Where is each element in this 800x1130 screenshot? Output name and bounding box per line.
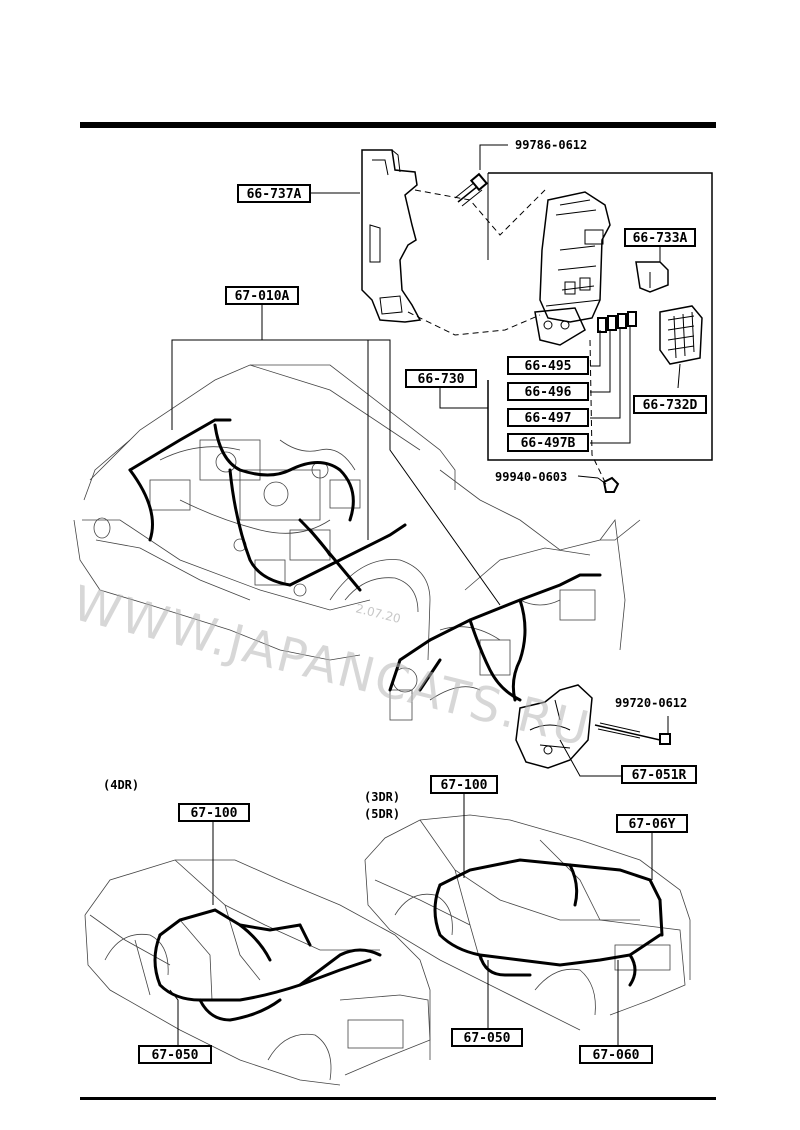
label-fuse-a: 66-495 [507, 356, 589, 375]
label-junction-box: 66-730 [405, 369, 477, 388]
label-cover: 66-732D [633, 395, 707, 414]
svg-text:67-060: 67-060 [593, 1048, 640, 1063]
label-nut: 99940-0603 [495, 470, 567, 484]
label-tailgate-harness: 67-06Y [616, 814, 688, 833]
bottom-rule [80, 1097, 716, 1100]
svg-text:66-495: 66-495 [525, 359, 572, 374]
hatchback-illustration [364, 792, 691, 1046]
label-5dr: (5DR) [364, 807, 400, 821]
label-fuse-d: 66-497B [507, 433, 589, 452]
svg-text:66-732D: 66-732D [643, 398, 698, 413]
sedan-illustration [84, 820, 431, 1086]
svg-text:66-730: 66-730 [418, 372, 465, 387]
watermark-date: 2.07.20 [354, 601, 402, 626]
svg-text:66-496: 66-496 [525, 385, 572, 400]
label-3dr: (3DR) [364, 790, 400, 804]
svg-text:67-051R: 67-051R [632, 768, 687, 783]
label-body-harness-hb: 67-100 [430, 775, 498, 794]
svg-text:67-06Y: 67-06Y [629, 817, 676, 832]
label-bracket: 66-737A [237, 184, 311, 203]
top-rule [80, 122, 716, 128]
svg-text:66-497B: 66-497B [521, 436, 576, 451]
svg-text:66-733A: 66-733A [633, 231, 688, 246]
svg-text:67-100: 67-100 [441, 778, 488, 793]
label-body-harness-4dr: 67-100 [178, 803, 250, 822]
label-fuse-relay: 66-733A [624, 228, 696, 247]
junction-box-detail [361, 144, 713, 493]
label-floor-harness-hb: 67-050 [451, 1028, 523, 1047]
label-rear-harness-hb: 67-060 [579, 1045, 653, 1064]
label-harness-front: 67-010A [225, 286, 299, 305]
label-sedan: (4DR) [103, 778, 139, 792]
label-dash-harness: 67-051R [621, 765, 697, 784]
svg-text:67-050: 67-050 [152, 1048, 199, 1063]
svg-text:66-497: 66-497 [525, 411, 572, 426]
label-bolt-dash: 99720-0612 [615, 696, 687, 710]
engine-bay-illustration [73, 304, 671, 777]
label-fuse-c: 66-497 [507, 408, 589, 427]
svg-text:67-050: 67-050 [464, 1031, 511, 1046]
svg-text:67-100: 67-100 [191, 806, 238, 821]
label-bolt-top: 99786-0612 [515, 138, 587, 152]
svg-text:66-737A: 66-737A [247, 187, 302, 202]
svg-text:67-010A: 67-010A [235, 289, 290, 304]
label-fuse-b: 66-496 [507, 382, 589, 401]
label-floor-harness-4dr: 67-050 [138, 1045, 212, 1064]
